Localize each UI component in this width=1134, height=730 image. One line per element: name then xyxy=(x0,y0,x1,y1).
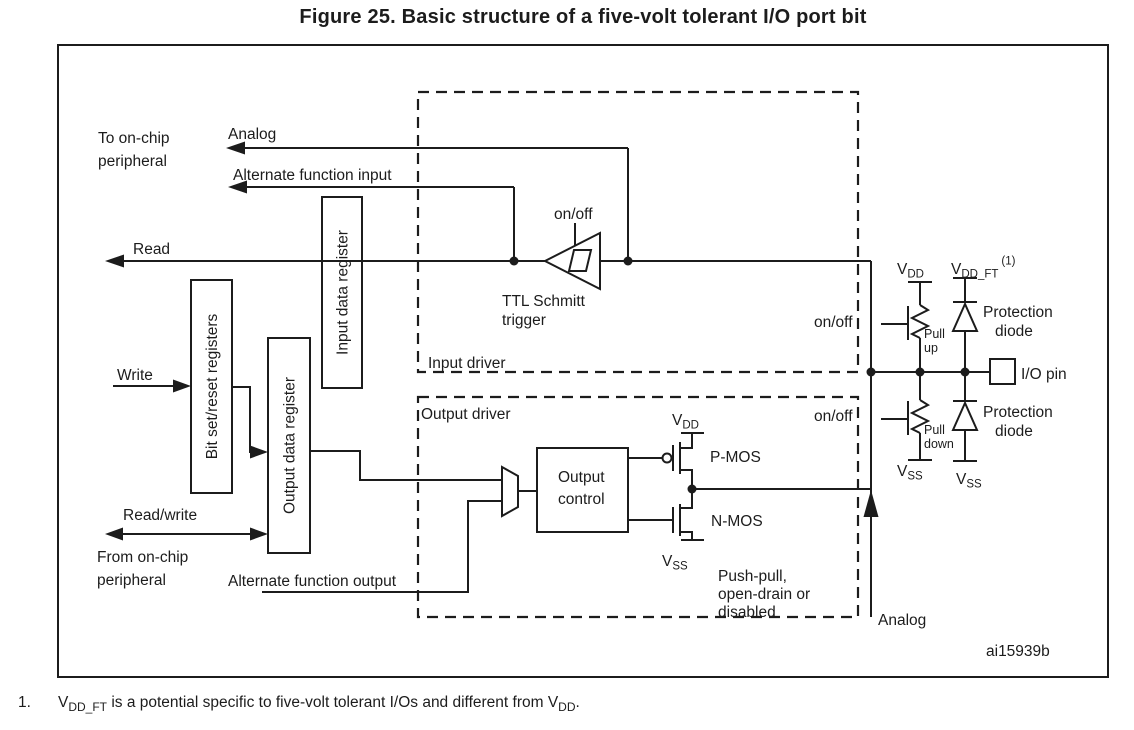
read-label: Read xyxy=(133,241,170,258)
vss-pulldown-label: VSS xyxy=(897,463,923,483)
write-label: Write xyxy=(117,367,153,384)
pull-up-resistor xyxy=(881,281,932,372)
output-driver-label: Output driver xyxy=(421,406,511,423)
write-wire xyxy=(113,379,191,393)
pad-bus-wire xyxy=(600,260,872,617)
protection-diode-top-label-line1: Protection xyxy=(983,304,1053,321)
io-pad-wire xyxy=(866,367,990,377)
push-pull-label-line3: disabled xyxy=(718,604,776,621)
io-pin-label: I/O pin xyxy=(1021,366,1067,383)
output-driver-box xyxy=(416,395,860,619)
vss-diode-label: VSS xyxy=(956,471,982,491)
vdd-ft-label: VDD_FT(1) xyxy=(951,256,1016,281)
trigger-onoff-label: on/off xyxy=(554,206,593,223)
output-control-label-line2: control xyxy=(558,491,605,508)
bit-set-reset-registers-box xyxy=(190,279,233,494)
input-driver-box xyxy=(416,90,860,374)
protection-diode-bottom-label-line1: Protection xyxy=(983,404,1053,421)
pull-up-label-line2: up xyxy=(924,341,938,355)
figure-border xyxy=(57,44,1109,678)
input-driver-label: Input driver xyxy=(428,355,506,372)
figure-title: Figure 25. Basic structure of a five-vol… xyxy=(299,6,867,28)
ttl-schmitt-label-line1: TTL Schmitt xyxy=(502,293,586,310)
protection-diode-bottom xyxy=(951,372,979,462)
from-onchip-label-line1: From on-chip xyxy=(97,549,188,566)
alternate-function-output-label: Alternate function output xyxy=(228,573,397,590)
ttl-schmitt-trigger xyxy=(542,223,601,291)
analog-top-label: Analog xyxy=(228,126,276,143)
push-pull-label-line1: Push-pull, xyxy=(718,568,787,585)
bit-set-reset-registers-label: Bit set/reset registers xyxy=(204,313,221,459)
alternate-function-input-wire xyxy=(228,180,519,266)
read-write-label: Read/write xyxy=(123,507,197,524)
output-data-register-label: Output data register xyxy=(282,377,299,514)
footnote: 1. VDD_FT is a potential specific to five… xyxy=(18,694,580,714)
mos-output-wire xyxy=(687,484,879,517)
push-pull-label-line2: open-drain or xyxy=(718,586,810,603)
bitset-to-odr-wire xyxy=(232,386,268,459)
read-write-wire xyxy=(105,527,268,541)
figure-code: ai15939b xyxy=(986,643,1050,660)
to-onchip-label-line1: To on-chip xyxy=(98,130,170,147)
ttl-schmitt-label-line2: trigger xyxy=(502,312,546,329)
nmos-label: N-MOS xyxy=(711,513,763,530)
nmos-transistor xyxy=(628,489,704,541)
odr-output-wire xyxy=(310,450,502,481)
input-data-register-box xyxy=(321,196,363,389)
to-onchip-label-line2: peripheral xyxy=(98,153,167,170)
output-mux xyxy=(501,465,537,518)
alternate-function-input-label: Alternate function input xyxy=(233,167,392,184)
vss-nmos-label: VSS xyxy=(662,553,688,573)
vdd-pmos-label: VDD xyxy=(672,412,699,432)
io-pin-pad xyxy=(989,358,1016,385)
footnote-text: VDD_FT is a potential specific to five-v… xyxy=(58,694,580,714)
vdd-pullup-label: VDD xyxy=(897,261,924,281)
pmos-label: P-MOS xyxy=(710,449,761,466)
read-wire xyxy=(105,254,545,268)
pulldown-onoff-label: on/off xyxy=(814,408,853,425)
protection-diode-top-label-line2: diode xyxy=(995,323,1033,340)
analog-input-wire xyxy=(226,141,633,266)
protection-diode-top xyxy=(951,277,979,372)
output-control-label-line1: Output xyxy=(558,469,605,486)
pull-up-label-line1: Pull xyxy=(924,327,945,341)
output-control-box xyxy=(536,447,629,533)
pull-down-label-line1: Pull xyxy=(924,423,945,437)
pull-down-label-line2: down xyxy=(924,437,954,451)
pullup-onoff-label: on/off xyxy=(814,314,853,331)
analog-bottom-label: Analog xyxy=(878,612,926,629)
footnote-number: 1. xyxy=(18,694,31,711)
alternate-function-output-wire xyxy=(262,500,502,593)
output-data-register-box xyxy=(267,337,311,554)
pull-down-resistor xyxy=(881,372,932,461)
protection-diode-bottom-label-line2: diode xyxy=(995,423,1033,440)
pmos-transistor xyxy=(628,432,704,489)
input-data-register-label: Input data register xyxy=(335,230,352,355)
from-onchip-label-line2: peripheral xyxy=(97,572,166,589)
